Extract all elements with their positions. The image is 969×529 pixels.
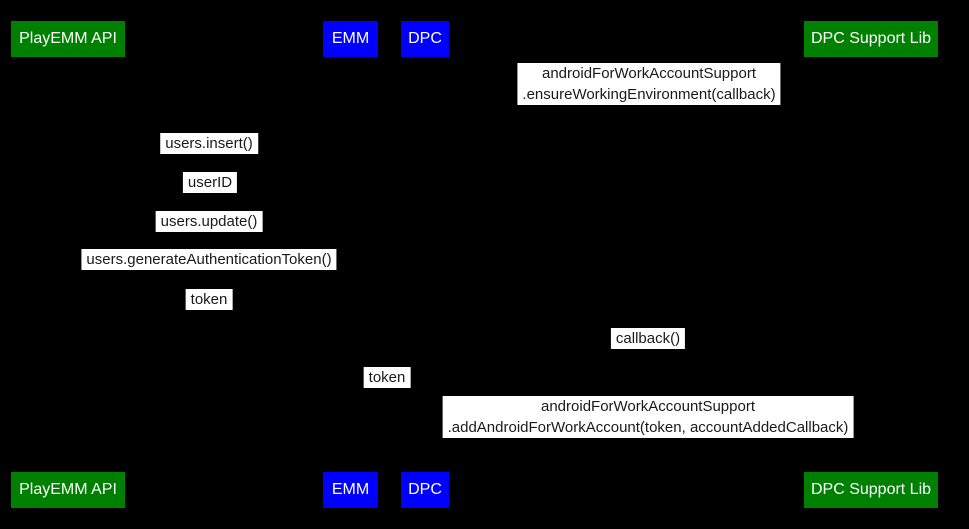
message-generate-authentication-token: users.generateAuthenticationToken() bbox=[81, 249, 337, 270]
participant-playemm-api-top: PlayEMM API bbox=[11, 21, 125, 57]
message-line: .addAndroidForWorkAccount(token, account… bbox=[447, 419, 849, 436]
message-users-insert: users.insert() bbox=[160, 133, 258, 154]
message-token-to-dpc: token bbox=[363, 367, 411, 388]
participant-dpc-bottom: DPC bbox=[401, 472, 449, 508]
message-line: androidForWorkAccountSupport bbox=[541, 65, 756, 82]
participant-dpc-support-lib-bottom: DPC Support Lib bbox=[804, 472, 938, 508]
message-line: androidForWorkAccountSupport bbox=[541, 398, 755, 415]
message-ensure-working-environment: androidForWorkAccountSupport .ensureWork… bbox=[517, 63, 781, 105]
message-token-to-emm: token bbox=[185, 289, 233, 310]
participant-emm-top: EMM bbox=[323, 21, 378, 57]
participant-emm-bottom: EMM bbox=[323, 472, 378, 508]
message-add-android-for-work-account: androidForWorkAccountSupport .addAndroid… bbox=[442, 396, 854, 438]
message-users-update: users.update() bbox=[155, 211, 263, 232]
participant-dpc-top: DPC bbox=[401, 21, 449, 57]
participant-playemm-api-bottom: PlayEMM API bbox=[11, 472, 125, 508]
message-line: .ensureWorkingEnvironment(callback) bbox=[522, 86, 776, 103]
message-user-id: userID bbox=[182, 172, 238, 193]
message-callback: callback() bbox=[610, 328, 686, 349]
participant-dpc-support-lib-top: DPC Support Lib bbox=[804, 21, 938, 57]
